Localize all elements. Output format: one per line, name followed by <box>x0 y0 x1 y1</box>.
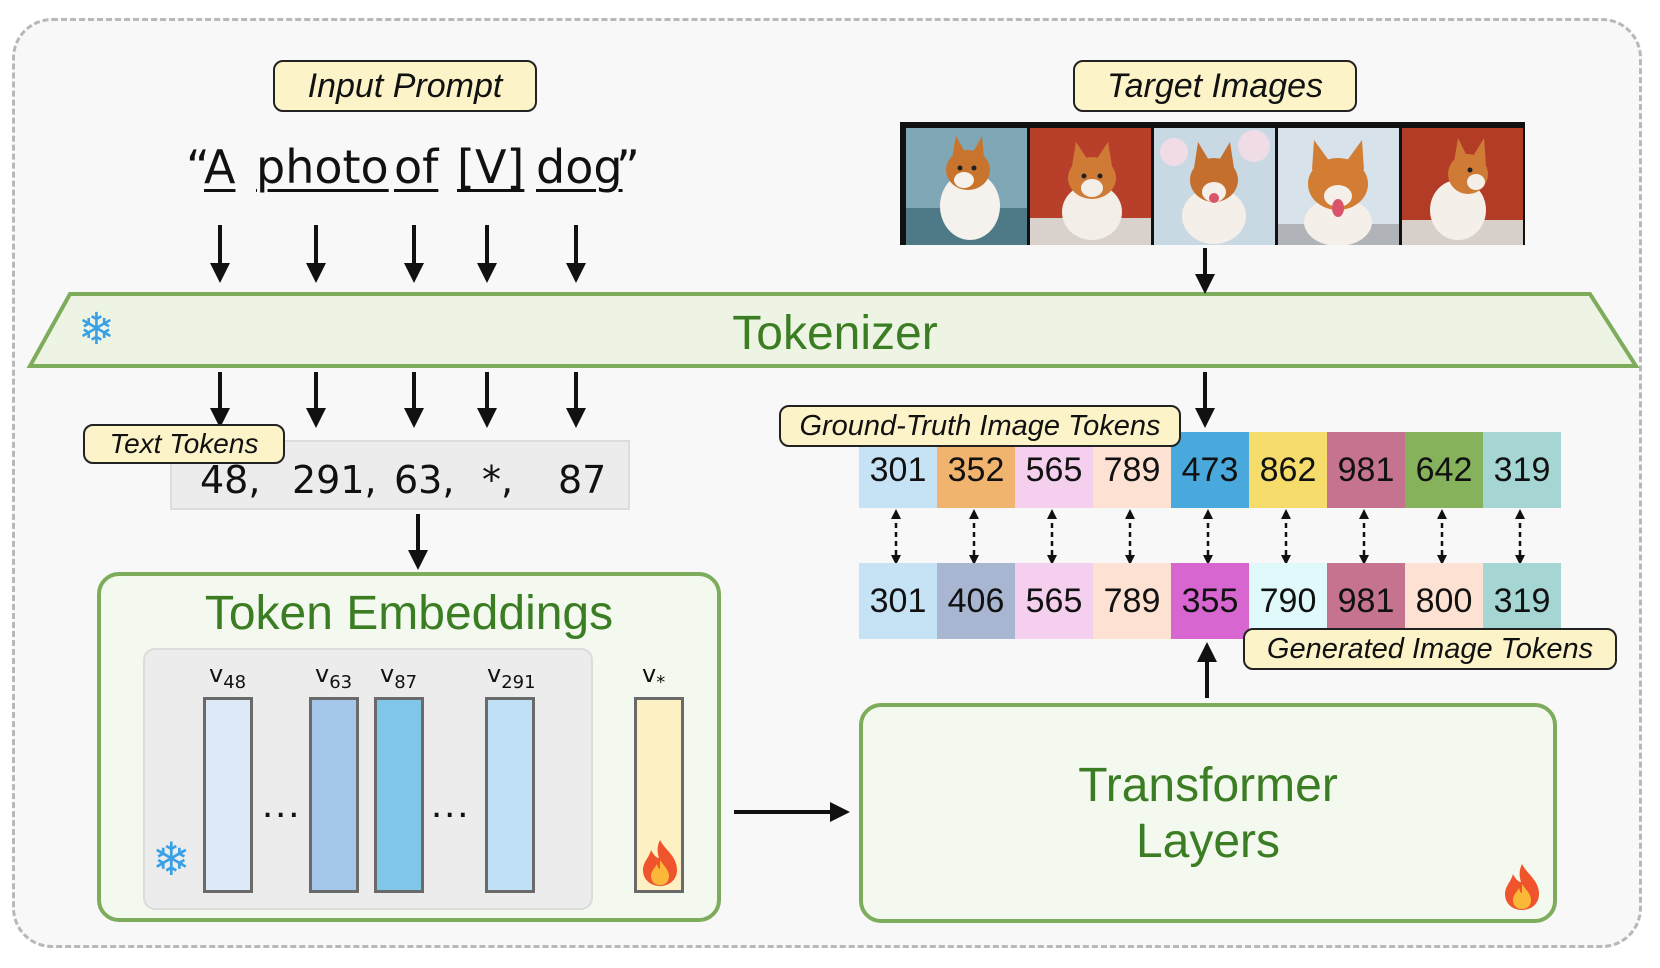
comparison-arrows <box>891 509 1525 565</box>
close-quote: ” <box>616 140 640 194</box>
target-images-label: Target Images <box>1073 60 1357 112</box>
embedding-vector-63 <box>309 697 359 893</box>
text-token-87: 87 <box>558 458 607 502</box>
transformer-layers-panel <box>859 703 1557 923</box>
prompt-word-a: A <box>204 140 236 194</box>
snowflake-icon: ❄ <box>78 305 115 354</box>
generated-token-981: 981 <box>1327 563 1405 639</box>
generated-token-406: 406 <box>937 563 1015 639</box>
generated-token-789: 789 <box>1093 563 1171 639</box>
transformer-title-line1: Transformer <box>1078 759 1338 812</box>
dog-image-2 <box>1030 128 1151 245</box>
ground-truth-token-642: 642 <box>1405 432 1483 508</box>
ellipsis-1: ... <box>262 782 302 826</box>
vector-label-63: v63 <box>315 660 353 693</box>
prompt-word-v: [V] <box>457 140 525 194</box>
transformer-title-line2: Layers <box>1135 815 1281 868</box>
token-arrows <box>210 372 586 428</box>
text-tokens-label: Text Tokens <box>83 424 285 464</box>
vector-label-48: v48 <box>209 660 247 693</box>
input-prompt-label: Input Prompt <box>273 60 537 112</box>
ground-truth-token-319: 319 <box>1483 432 1561 508</box>
dog-image-1 <box>906 128 1027 245</box>
prompt-word-photo: photo <box>256 140 389 194</box>
target-images-strip <box>900 122 1525 245</box>
generated-token-565: 565 <box>1015 563 1093 639</box>
generated-token-319: 319 <box>1483 563 1561 639</box>
dog-image-3 <box>1154 128 1275 245</box>
prompt-word-of: of <box>394 140 439 194</box>
text-token-291: 291, <box>292 458 377 502</box>
generated-token-301: 301 <box>859 563 937 639</box>
fire-icon <box>643 840 677 886</box>
ground-truth-token-862: 862 <box>1249 432 1327 508</box>
embedding-vector-48 <box>203 697 253 893</box>
snowflake-icon: ❄ <box>152 833 191 885</box>
vector-label-87: v87 <box>380 660 418 693</box>
tokenizer-label: Tokenizer <box>732 307 938 360</box>
ellipsis-2: ... <box>431 782 471 826</box>
open-quote: “ <box>186 140 210 194</box>
token-embeddings-title: Token Embeddings <box>204 587 614 640</box>
ground-truth-token-473: 473 <box>1171 432 1249 508</box>
generated-tokens-label: Generated Image Tokens <box>1243 628 1617 670</box>
vector-label-291: v291 <box>487 660 536 693</box>
ground-truth-tokens-label: Ground-Truth Image Tokens <box>779 405 1181 447</box>
dog-image-4 <box>1278 128 1399 245</box>
text-token-63: 63, <box>394 458 455 502</box>
tokenizer-shape <box>26 292 1640 368</box>
prompt-arrows <box>210 225 586 283</box>
text-token-star: *, <box>482 458 514 502</box>
text-token-48: 48, <box>200 458 261 502</box>
dog-image-5 <box>1402 128 1523 245</box>
fire-icon <box>1505 864 1539 910</box>
embedding-vector-291 <box>485 697 535 893</box>
generated-token-800: 800 <box>1405 563 1483 639</box>
prompt-word-dog: dog <box>536 140 623 194</box>
generated-token-355: 355 <box>1171 563 1249 639</box>
vector-label-star: v* <box>642 660 666 693</box>
embedding-vector-87 <box>374 697 424 893</box>
ground-truth-token-981: 981 <box>1327 432 1405 508</box>
generated-token-790: 790 <box>1249 563 1327 639</box>
